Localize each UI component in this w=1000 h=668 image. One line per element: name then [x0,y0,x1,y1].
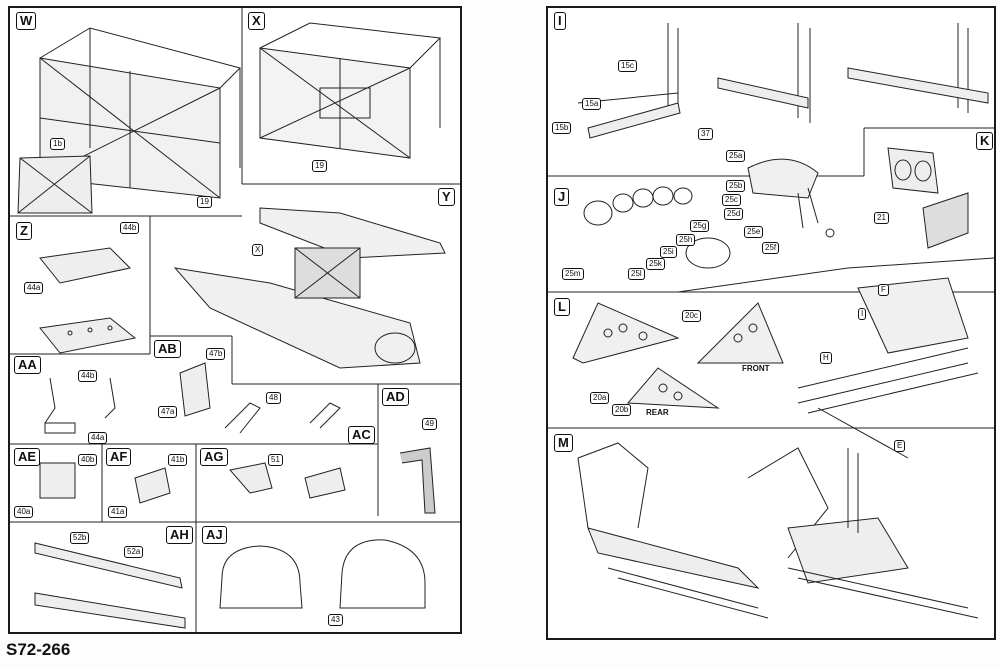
part-number: 47a [158,406,178,418]
part-number: 25h [676,234,696,246]
part-number: 40a [14,506,34,518]
part-number: 15c [618,60,637,72]
part-AH-drawing [34,542,183,589]
frame-label-J: J [554,188,570,206]
part-number: 15a [582,98,602,110]
frame-label-Y: Y [438,188,455,206]
fuselage-Y-drawing [173,207,446,369]
seat-assembly-drawing [797,277,979,459]
callout-I: I [858,308,867,320]
frame-label-AA: AA [14,356,41,374]
frame-label-I: I [554,12,566,30]
part-number: 25b [726,180,746,192]
part-AC-drawing [224,402,261,434]
callout-F: F [878,284,889,296]
frame-label-AC: AC [348,426,375,444]
part-AJ-drawing [219,545,303,609]
callout-E: E [894,440,906,452]
part-AB-drawing [179,362,211,417]
front-label: FRONT [742,364,770,373]
frame-label-M: M [554,434,573,452]
part-number: 41a [108,506,128,518]
rudder-pedal-I-drawing [577,23,989,139]
instruments-J-drawing [583,158,835,269]
frame-W-drawing [17,27,241,214]
part-number: 1b [50,138,65,150]
part-number: 51 [268,454,283,466]
part-number: 40b [78,454,98,466]
left-page: W 1b 19 X 19 Y X Z 44b 44a AA 44b 44a AB… [8,6,462,634]
panels-Z-drawing [39,247,137,354]
part-number: 25d [724,208,744,220]
frame-label-AG: AG [200,448,228,466]
part-number: X [252,244,264,256]
part-number: 20a [590,392,610,404]
frame-label-K: K [976,132,994,150]
part-number: 48 [266,392,281,404]
part-number: 15b [552,122,572,134]
part-number: 25k [646,258,665,270]
part-K-drawing [887,147,969,249]
frame-label-AF: AF [106,448,132,466]
frame-label-AJ: AJ [202,526,227,544]
part-number: 44b [78,370,98,382]
part-AG-drawing [229,462,273,494]
part-AD-drawing [399,447,436,514]
part-number: 44b [120,222,140,234]
part-number: 25i [660,246,677,258]
part-number: 25g [690,220,710,232]
part-number: 25m [562,268,584,280]
left-page-line-art [10,8,460,632]
part-number: 20c [682,310,701,322]
part-number: 19 [197,196,212,208]
part-number: 52a [124,546,144,558]
right-page: I 15c 15a 15b 37 J 25a 25b 25c 25d 25e 2… [546,6,996,640]
rear-label: REAR [646,408,669,417]
part-number: 37 [698,128,713,140]
part-AE-drawing [39,462,76,499]
frame-label-AE: AE [14,448,41,466]
frame-label-AD: AD [382,388,409,406]
frame-X-drawing [259,22,442,159]
part-number: 49 [422,418,437,430]
frame-label-L: L [554,298,570,316]
panels-L-drawing [572,302,784,409]
part-number: 52b [70,532,90,544]
right-page-line-art [548,23,994,619]
frame-label-X: X [248,12,265,30]
part-number: 25f [762,242,780,254]
part-number: 25c [722,194,741,206]
part-number: 20b [612,404,632,416]
part-number: 47b [206,348,226,360]
frame-label-Z: Z [16,222,32,240]
part-number: 25l [628,268,645,280]
stands-AA-drawing [44,377,116,434]
part-number: 21 [874,212,889,224]
cockpit-M-drawing [577,442,979,619]
document-code: S72-266 [6,640,71,659]
part-number: 44a [88,432,108,444]
frame-label-W: W [16,12,37,30]
frame-label-AB: AB [154,340,181,358]
part-number: 25e [744,226,764,238]
part-number: 25a [726,150,746,162]
part-number: 19 [312,160,327,172]
frame-label-AH: AH [166,526,193,544]
part-AF-drawing [134,467,171,504]
part-number: 41b [168,454,188,466]
callout-H: H [820,352,832,364]
part-number: 44a [24,282,44,294]
part-number: 43 [328,614,343,626]
